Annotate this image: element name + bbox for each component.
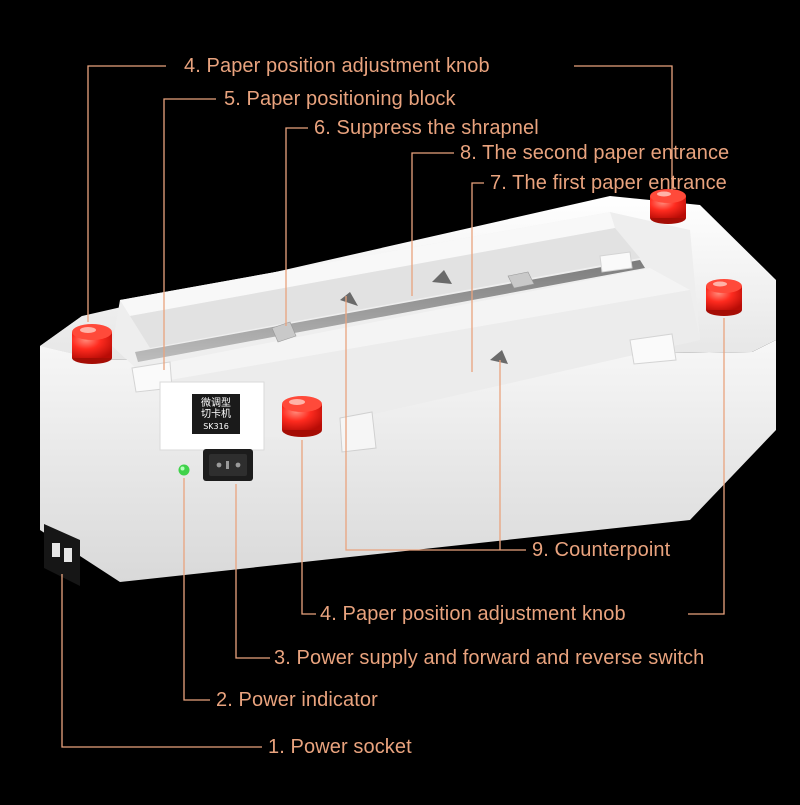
shrapnel-tab	[271, 321, 297, 343]
label-socket: 1. Power socket	[268, 736, 412, 758]
adjustment-knob-back	[650, 189, 686, 224]
adjustment-knob-left	[72, 324, 112, 364]
label-second-entrance: 8. The second paper entrance	[460, 142, 730, 164]
label-positioning-block: 5. Paper positioning block	[224, 88, 456, 110]
positioning-block-right	[629, 333, 677, 365]
badge-line1: 微调型	[201, 398, 231, 409]
label-switch: 3. Power supply and forward and reverse …	[274, 647, 705, 669]
power-indicator	[178, 464, 190, 476]
model-badge	[192, 394, 240, 434]
label-first-entrance: 7. The first paper entrance	[490, 172, 727, 194]
device-body	[40, 196, 776, 586]
power-switch	[203, 449, 253, 481]
adjustment-knob-front	[282, 396, 322, 437]
adjustment-knob-right	[706, 279, 742, 316]
badge-model: SK316	[203, 422, 229, 431]
badge-line2: 切卡机	[201, 409, 231, 420]
power-socket	[44, 524, 80, 586]
label-counterpoint: 9. Counterpoint	[532, 539, 671, 561]
label-indicator: 2. Power indicator	[216, 689, 378, 711]
label-knob-top: 4. Paper position adjustment knob	[184, 55, 490, 77]
leader-lines	[61, 65, 725, 748]
label-shrapnel: 6. Suppress the shrapnel	[314, 117, 539, 139]
label-knob-bottom: 4. Paper position adjustment knob	[320, 603, 626, 625]
